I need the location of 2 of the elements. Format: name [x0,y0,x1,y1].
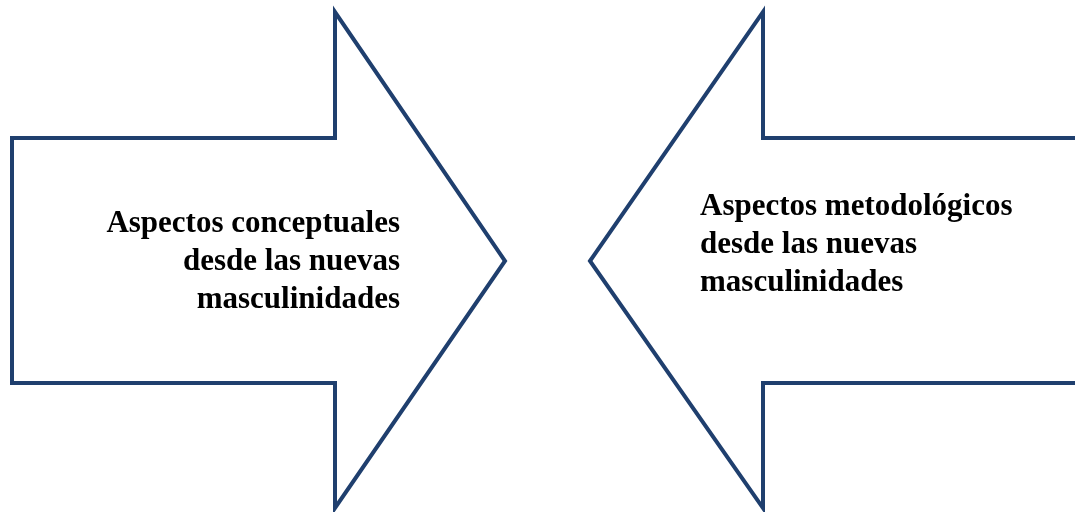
arrow-label: Aspectos metodológicos desde las nuevas masculinidades [700,186,1014,300]
arrow-label: Aspectos conceptuales desde las nuevas masculinidades [105,203,400,317]
